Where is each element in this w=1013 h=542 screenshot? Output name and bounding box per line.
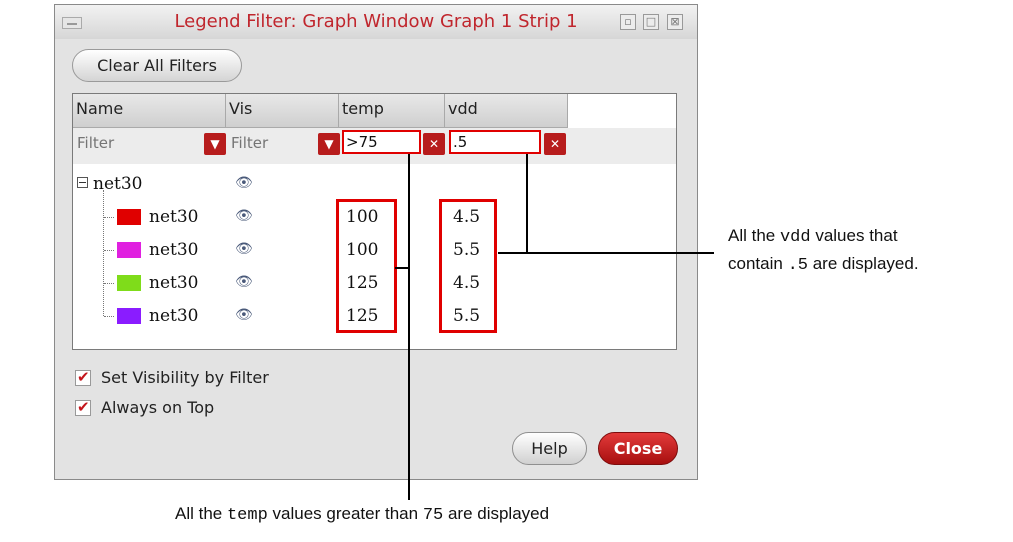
row-label: net30: [149, 240, 199, 260]
legend-filter-dialog: Legend Filter: Graph Window Graph 1 Stri…: [54, 4, 698, 480]
vdd-filter-input[interactable]: [449, 130, 541, 154]
color-swatch: [117, 308, 141, 324]
always-on-top-checkbox[interactable]: [75, 398, 91, 416]
always-on-top-label: Always on Top: [101, 398, 215, 417]
temp-highlight-box: [336, 199, 397, 333]
help-button[interactable]: Help: [512, 432, 587, 465]
filter-row: ▼ ▼ ✕ ✕: [73, 128, 676, 164]
vis-filter-dropdown-icon[interactable]: ▼: [318, 133, 340, 155]
temp-annotation-text: values greater than: [272, 504, 419, 523]
table-row[interactable]: net30 👁 100 5.5: [73, 234, 676, 267]
vdd-filter-clear-icon[interactable]: ✕: [544, 133, 566, 155]
collapse-icon[interactable]: [77, 177, 88, 188]
visibility-eye-icon[interactable]: 👁: [235, 307, 253, 323]
color-swatch: [117, 275, 141, 291]
table-header: Name Vis temp vdd: [73, 94, 568, 128]
vdd-value: 5.5: [453, 240, 481, 260]
visibility-eye-icon[interactable]: 👁: [235, 241, 253, 257]
temp-annotation-text: All the: [175, 504, 223, 523]
column-header-vdd[interactable]: vdd: [445, 94, 568, 127]
tree-connector: [103, 190, 104, 316]
temp-annotation-code: temp: [226, 506, 268, 525]
name-filter-dropdown-icon[interactable]: ▼: [204, 133, 226, 155]
vdd-annotation-text: contain: [728, 254, 783, 273]
window-menu-icon[interactable]: [62, 17, 82, 29]
minimize-icon[interactable]: ▫: [620, 14, 636, 30]
temp-callout-line: [395, 267, 410, 269]
vdd-callout-line: [526, 154, 528, 254]
tree-branch: [104, 283, 114, 284]
color-swatch: [117, 242, 141, 258]
vdd-annotation-text: are displayed.: [812, 254, 919, 273]
tree-branch: [104, 250, 114, 251]
row-label: net30: [149, 273, 199, 293]
legend-table: Name Vis temp vdd ▼ ▼ ✕ ✕ net30 👁 net30: [72, 93, 677, 350]
parent-label: net30: [93, 174, 143, 194]
temp-value: 125: [346, 273, 379, 293]
window-title: Legend Filter: Graph Window Graph 1 Stri…: [174, 11, 578, 32]
tree-branch: [104, 316, 114, 317]
vdd-callout-line: [498, 252, 714, 254]
visibility-eye-icon[interactable]: 👁: [235, 175, 253, 191]
close-button[interactable]: Close: [598, 432, 678, 465]
tree-branch: [104, 217, 114, 218]
vdd-value: 5.5: [453, 306, 481, 326]
temp-callout-line: [408, 154, 410, 500]
column-header-name[interactable]: Name: [73, 94, 226, 127]
set-visibility-checkbox[interactable]: [75, 368, 91, 386]
vdd-annotation-code: vdd: [779, 228, 811, 247]
vdd-annotation-text: All the: [728, 226, 776, 245]
temp-annotation: All the temp values greater than 75 are …: [175, 501, 549, 529]
temp-annotation-code: 75: [422, 506, 444, 525]
name-filter-input[interactable]: [75, 132, 199, 154]
vdd-annotation: All the vdd values that contain .5 are d…: [728, 223, 919, 279]
column-header-vis[interactable]: Vis: [226, 94, 339, 127]
temp-annotation-text: are displayed: [447, 504, 550, 523]
visibility-eye-icon[interactable]: 👁: [235, 208, 253, 224]
tree-row-parent[interactable]: net30 👁: [73, 168, 676, 201]
vdd-annotation-text: values that: [815, 226, 898, 245]
table-row[interactable]: net30 👁 125 5.5: [73, 300, 676, 333]
maximize-icon[interactable]: □: [643, 14, 659, 30]
column-header-temp[interactable]: temp: [339, 94, 445, 127]
color-swatch: [117, 209, 141, 225]
vdd-annotation-code: .5: [787, 256, 808, 275]
clear-all-filters-button[interactable]: Clear All Filters: [72, 49, 242, 82]
temp-value: 100: [346, 207, 379, 227]
vis-filter-input[interactable]: [229, 132, 323, 154]
row-label: net30: [149, 207, 199, 227]
vdd-value: 4.5: [453, 273, 481, 293]
temp-filter-input[interactable]: [342, 130, 421, 154]
vdd-highlight-box: [439, 199, 497, 333]
temp-filter-clear-icon[interactable]: ✕: [423, 133, 445, 155]
row-label: net30: [149, 306, 199, 326]
vdd-value: 4.5: [453, 207, 481, 227]
temp-value: 125: [346, 306, 379, 326]
table-row[interactable]: net30 👁 100 4.5: [73, 201, 676, 234]
title-bar: Legend Filter: Graph Window Graph 1 Stri…: [55, 5, 697, 39]
table-row[interactable]: net30 👁 125 4.5: [73, 267, 676, 300]
close-window-icon[interactable]: ⊠: [667, 14, 683, 30]
set-visibility-label: Set Visibility by Filter: [101, 368, 269, 387]
temp-value: 100: [346, 240, 379, 260]
visibility-eye-icon[interactable]: 👁: [235, 274, 253, 290]
